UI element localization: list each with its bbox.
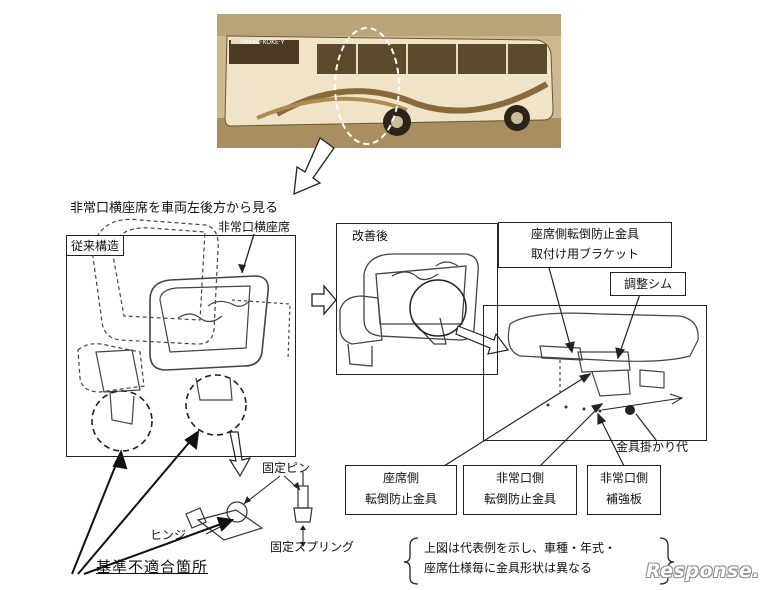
exit-side-reinforcement-callout: 非常口側 補強板 — [587, 465, 661, 515]
bracket-callout-line1: 座席側転倒防止金具 — [530, 227, 639, 241]
exit-side-reinforcement-line2: 補強板 — [605, 492, 642, 506]
conventional-structure-panel — [66, 235, 296, 457]
conventional-structure-title: 従来構造 — [66, 235, 125, 256]
shim-callout-label: 調整シム — [623, 277, 672, 291]
exit-side-anti-tip-line1: 非常口側 — [495, 471, 544, 485]
improved-panel-title: 改善後 — [352, 229, 389, 243]
bracket-callout: 座席側転倒防止金具 取付け用ブラケット — [498, 222, 672, 268]
header-caption: 非常口横座席を車両左後方から見る — [70, 201, 279, 216]
exit-side-anti-tip-callout: 非常口側 転倒防止金具 — [463, 465, 577, 515]
shim-callout: 調整シム — [610, 272, 686, 296]
note-line1: 上図は代表例を示し、車種・年式・ — [424, 541, 617, 555]
exit-side-reinforcement-line1: 非常口側 — [599, 471, 648, 485]
seat-side-anti-tip-callout: 座席側 転倒防止金具 — [345, 465, 457, 515]
seat-side-anti-tip-line1: 座席側 — [382, 471, 419, 485]
fixing-spring-label: 固定スプリング — [270, 540, 355, 554]
seat-side-anti-tip-line2: 転倒防止金具 — [364, 492, 437, 506]
fixing-pin-label: 固定ピン — [262, 461, 311, 475]
note-line2: 座席仕様毎に金具形状は異なる — [424, 561, 593, 575]
hinge-label: ヒンジ — [150, 528, 187, 542]
bus-photo: PARKO·KOKE·Y — [217, 14, 561, 148]
destination-sign: PARKO·KOKE·Y — [241, 39, 285, 46]
improved-panel — [336, 223, 498, 375]
seat-label: 非常口横座席 — [218, 220, 291, 234]
bus-illustration — [217, 14, 561, 148]
hook-margin-label: 金具掛かり代 — [616, 440, 689, 454]
response-watermark: Response. — [646, 560, 760, 582]
bracket-callout-line2: 取付け用ブラケット — [530, 247, 639, 261]
exit-side-anti-tip-line2: 転倒防止金具 — [483, 492, 556, 506]
detail-panel — [483, 305, 707, 441]
nonconformity-label: 基準不適合箇所 — [96, 558, 209, 576]
